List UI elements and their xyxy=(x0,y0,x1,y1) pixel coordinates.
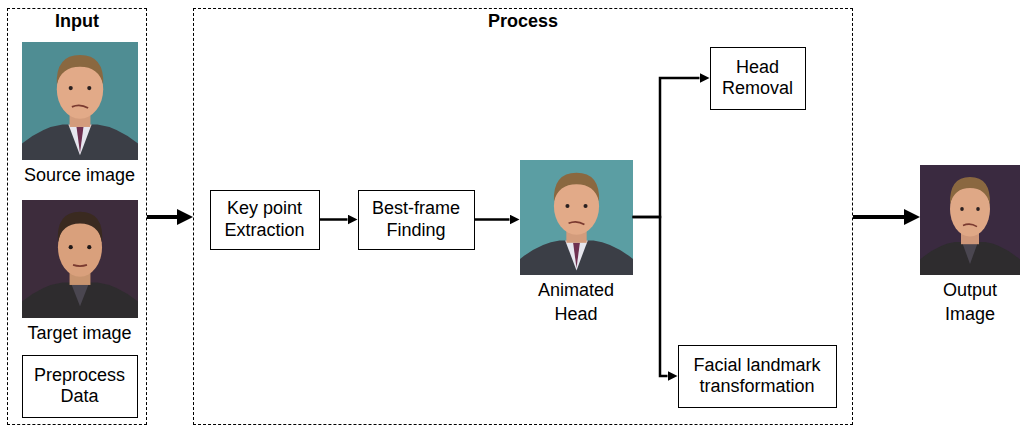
eye-shape xyxy=(976,207,980,211)
output-photo xyxy=(920,165,1020,275)
photo-background xyxy=(22,200,138,318)
animated-head-image: Animated Head xyxy=(520,160,633,327)
image-caption: Output Image xyxy=(920,278,1020,327)
eye-shape xyxy=(87,245,91,249)
eye-shape xyxy=(69,86,73,90)
shirt-shape xyxy=(962,242,978,264)
flow-arrow xyxy=(633,217,668,376)
process-box: Best-frame Finding xyxy=(358,190,475,250)
eye-shape xyxy=(69,245,73,249)
suit-shape xyxy=(520,241,633,276)
process-panel: ProcessKey point Extraction Best-frame Fi… xyxy=(193,8,853,425)
box-label: Facial landmark transformation xyxy=(685,355,830,397)
process-box: Preprocess Data xyxy=(22,355,138,418)
suit-shape xyxy=(22,283,138,318)
photo-background xyxy=(920,165,1020,275)
suit-shape xyxy=(920,242,1020,275)
suit-shape xyxy=(22,125,138,160)
input-panel: InputSource imageTarget imagePreprocess … xyxy=(7,8,147,425)
panel-title: Process xyxy=(194,9,852,32)
eye-shape xyxy=(960,207,964,211)
flow-arrow xyxy=(633,78,700,217)
eye-shape xyxy=(584,204,588,208)
flow-arrow xyxy=(475,218,510,221)
process-box: Facial landmark transformation xyxy=(678,345,837,408)
target-image: Target image xyxy=(15,200,145,345)
mouth-shape xyxy=(963,224,977,227)
box-label: Best-frame Finding xyxy=(365,198,468,240)
animated-head-photo xyxy=(520,160,633,275)
flow-arrow xyxy=(320,218,348,221)
photo-background xyxy=(22,42,138,160)
process-box: Key point Extraction xyxy=(210,190,320,250)
shirt-shape xyxy=(71,283,90,307)
output-image: Output Image xyxy=(920,165,1020,327)
mouth-shape xyxy=(569,222,585,225)
eye-shape xyxy=(565,204,569,208)
process-box: Head Removal xyxy=(710,47,806,110)
box-label: Key point Extraction xyxy=(217,198,313,240)
mouth-shape xyxy=(73,265,87,266)
mouth-shape xyxy=(72,105,88,108)
box-label: Preprocess Data xyxy=(29,365,131,407)
source-image: Source image xyxy=(15,42,145,187)
eye-shape xyxy=(87,86,91,90)
shirt-shape xyxy=(565,241,588,271)
target-photo xyxy=(22,200,138,318)
image-caption: Animated Head xyxy=(520,278,633,327)
tie-shape xyxy=(77,127,84,153)
image-caption: Target image xyxy=(15,321,145,345)
source-photo xyxy=(22,42,138,160)
hair-shape xyxy=(554,173,599,202)
box-label: Head Removal xyxy=(717,57,799,99)
image-caption: Source image xyxy=(15,163,145,187)
hair-shape xyxy=(57,55,104,85)
tie-shape xyxy=(573,243,580,268)
thick-arrow xyxy=(147,215,177,219)
hair-shape xyxy=(58,212,102,243)
photo-background xyxy=(520,160,633,275)
hair-shape xyxy=(950,177,990,205)
thick-arrow xyxy=(853,215,904,219)
panel-title: Input xyxy=(8,9,146,32)
shirt-shape xyxy=(68,125,91,156)
